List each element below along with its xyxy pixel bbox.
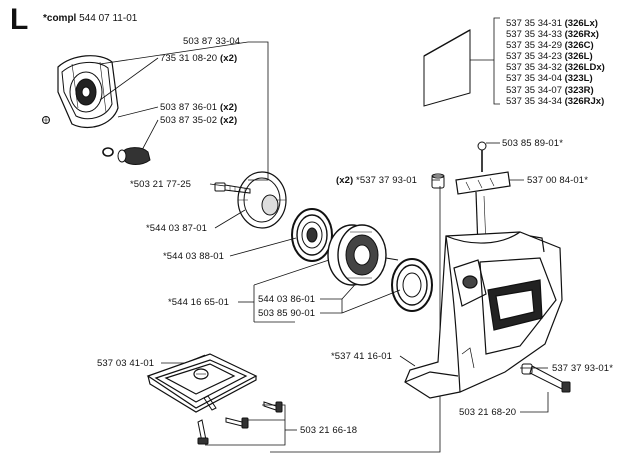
part-label-p7: 537 00 84-01*: [527, 175, 588, 186]
variant-model: (326RJx): [564, 95, 605, 107]
part-number: 503 21 68-20: [459, 407, 517, 418]
part-number: 503 85 90-01: [258, 308, 316, 319]
part-label-p17: 503 21 68-20: [459, 407, 516, 418]
starter-housing-537-41-16-01: [404, 231, 563, 399]
variant-row: 537 35 34-04 (323L): [506, 73, 605, 84]
compl-prefix: *compl: [43, 13, 77, 24]
variant-number: 537 35 34-34: [506, 95, 562, 107]
variant-row: 537 35 34-34 (326RJx): [506, 96, 605, 107]
pulley-544-03-87-01: [237, 171, 287, 229]
variant-row: 537 35 34-23 (326L): [506, 51, 605, 62]
variant-model: (323L): [564, 73, 593, 85]
part-qty: (x2): [219, 53, 238, 64]
variant-model: (326Rx): [564, 29, 599, 41]
variant-model: (326LDx): [564, 62, 605, 74]
part-number: 537 37 93-01*: [552, 363, 613, 374]
variant-row: 537 35 34-07 (323R): [506, 85, 605, 96]
variant-model: (323R): [564, 84, 594, 96]
starter-cover-assembly: [42, 55, 151, 165]
part-label-p10: *544 03 88-01: [163, 251, 224, 262]
part-label-p13: 503 85 90-01: [258, 308, 315, 319]
decal-sheet: [423, 29, 471, 107]
starter-handle-537-00-84-01: [455, 141, 511, 249]
variant-model: (326L): [564, 51, 593, 63]
variant-number: 537 35 34-07: [506, 84, 562, 96]
part-label-p12: *544 16 65-01: [168, 297, 229, 308]
part-label-p1: 503 87 33-04: [183, 36, 240, 47]
variant-list: 537 35 34-31 (326Lx) 537 35 34-33 (326Rx…: [506, 18, 605, 107]
variant-number: 537 35 34-23: [506, 51, 562, 63]
part-number: 537 03 41-01: [97, 358, 155, 369]
part-label-p11: 544 03 86-01: [258, 294, 315, 305]
part-number: 503 87 36-01: [160, 102, 218, 113]
part-number: 503 87 35-02: [160, 115, 218, 126]
part-qty: (x2): [219, 102, 238, 113]
part-number: 503 21 66-18: [300, 425, 358, 436]
screw-503-21-77-25: [214, 182, 251, 194]
plate-537-03-41-01: [146, 353, 258, 413]
part-label-p5: 503 85 89-01*: [502, 138, 563, 149]
part-qty: (x2): [219, 115, 238, 126]
part-number: *544 16 65-01: [168, 297, 229, 308]
spring-544-03-88-01: [291, 208, 333, 262]
part-label-p14: *537 41 16-01: [331, 351, 392, 362]
variant-number: 537 35 34-33: [506, 29, 562, 41]
part-number: *537 37 93-01: [356, 175, 418, 186]
part-label-p8: *503 21 77-25: [130, 179, 191, 190]
bolt-537-37-93-01: [521, 363, 571, 393]
variant-model: (326C): [564, 40, 594, 52]
part-number: 544 03 86-01: [258, 294, 316, 305]
screws-503-21-66-18: [197, 395, 283, 445]
variant-number: 537 35 34-04: [506, 73, 562, 85]
variant-row: 537 35 34-32 (326LDx): [506, 62, 605, 73]
compl-label: *compl 544 07 11-01: [43, 13, 137, 25]
variant-model: (326Lx): [564, 18, 598, 29]
spring-503-85-90-01: [385, 257, 433, 312]
part-number: *544 03 87-01: [146, 223, 207, 234]
part-label-p2: 735 31 08-20 (x2): [160, 53, 237, 64]
part-number: 735 31 08-20: [160, 53, 218, 64]
part-label-p4: 503 87 35-02 (x2): [160, 115, 237, 126]
part-label-p3: 503 87 36-01 (x2): [160, 102, 237, 113]
part-label-p15: 537 03 41-01: [97, 358, 154, 369]
part-label-p16: 537 37 93-01*: [552, 363, 613, 374]
pulley-drum-544-03-86-01: [327, 224, 387, 286]
section-letter: L: [10, 3, 29, 36]
part-qty: (x2): [336, 175, 354, 186]
part-number: *503 21 77-25: [130, 179, 191, 190]
variant-row: 537 35 34-29 (326C): [506, 40, 605, 51]
part-number: 537 00 84-01*: [527, 175, 588, 186]
compl-number: 544 07 11-01: [79, 13, 138, 24]
part-label-p6: (x2) *537 37 93-01: [336, 175, 417, 186]
variant-row: 537 35 34-33 (326Rx): [506, 29, 605, 40]
part-number: 503 85 89-01*: [502, 138, 563, 149]
variant-number: 537 35 34-29: [506, 40, 562, 52]
part-number: 503 87 33-04: [183, 36, 241, 47]
variant-number: 537 35 34-31: [506, 18, 562, 29]
part-label-p18: 503 21 66-18: [300, 425, 357, 436]
part-label-p9: *544 03 87-01: [146, 223, 207, 234]
variant-row: 537 35 34-31 (326Lx): [506, 18, 605, 29]
part-number: *537 41 16-01: [331, 351, 392, 362]
part-number: *544 03 88-01: [163, 251, 224, 262]
bushing-537-37-93-01: [431, 173, 445, 189]
variant-number: 537 35 34-32: [506, 62, 562, 74]
